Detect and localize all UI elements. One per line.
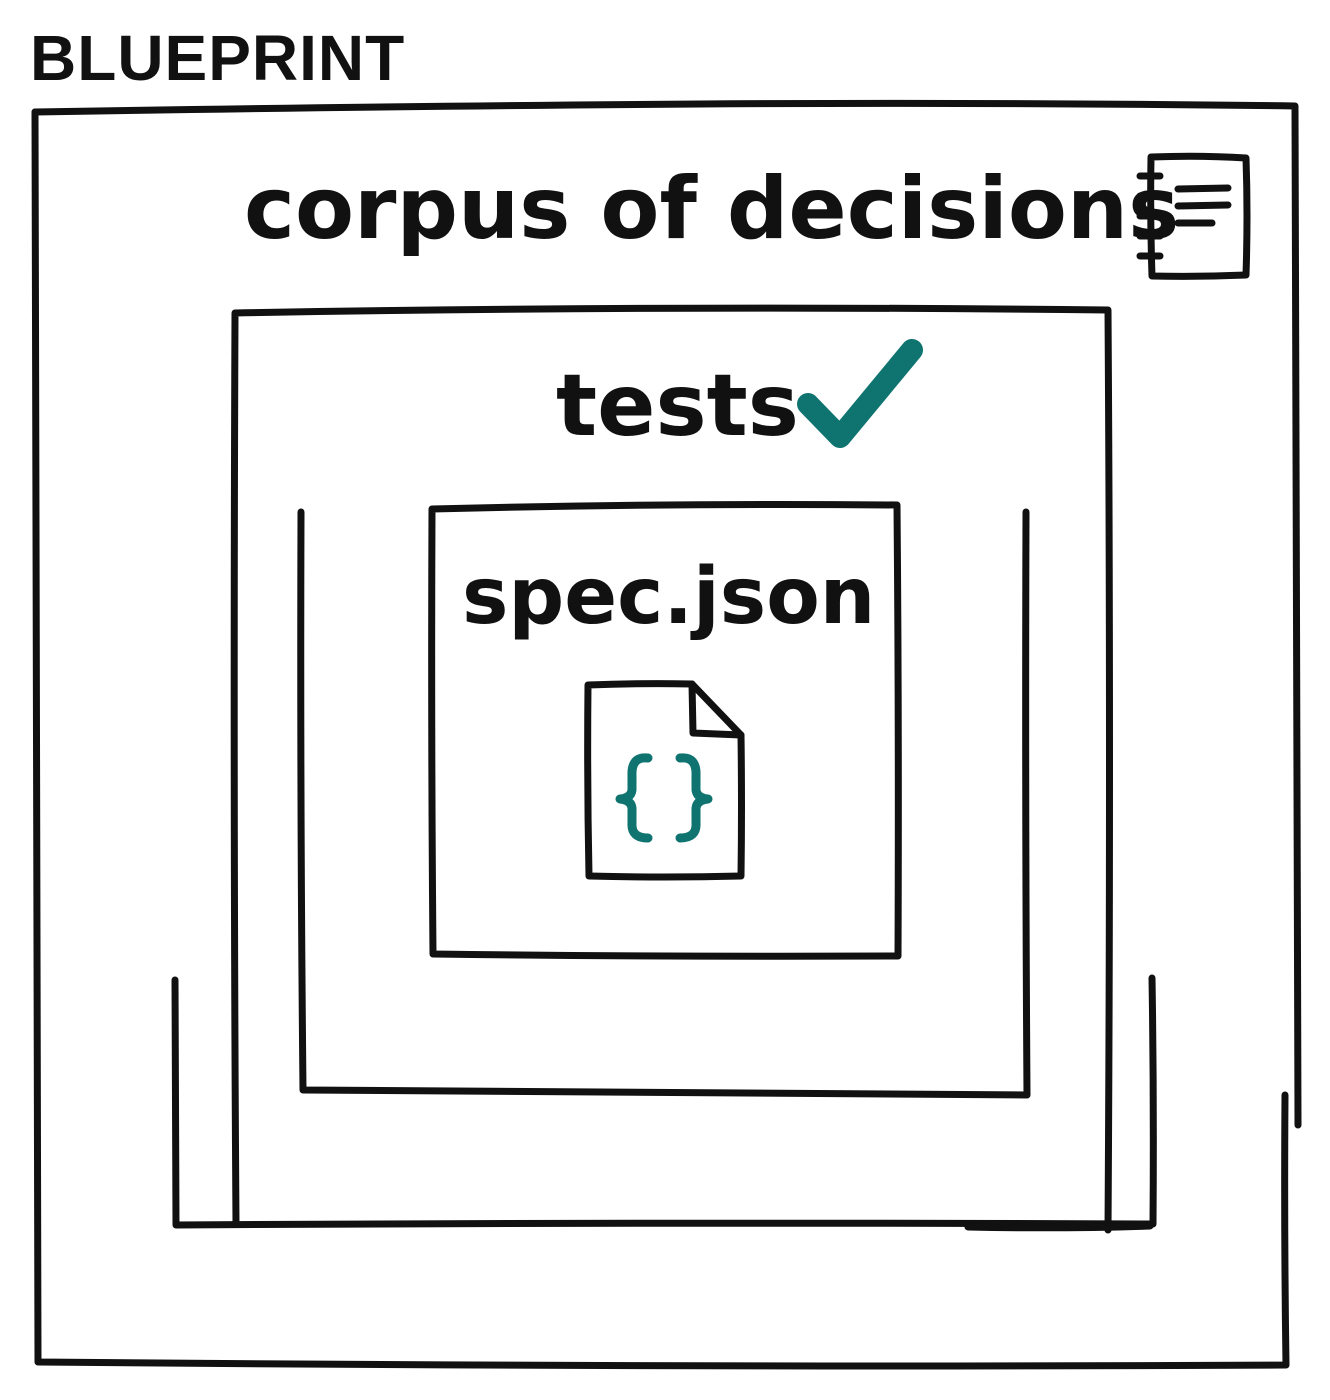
diagram-title: BLUEPRINT xyxy=(30,22,405,94)
checkmark-icon xyxy=(797,339,923,448)
middle-layer-bracket xyxy=(297,508,1031,1099)
outer-layer-bracket xyxy=(171,974,1157,1229)
json-file-icon xyxy=(584,680,745,881)
inner-frame xyxy=(428,501,902,960)
middle-layer-label: tests xyxy=(556,356,799,456)
outer-frame xyxy=(31,99,1302,1370)
outer-layer-label: corpus of decisions xyxy=(244,159,1179,259)
notebook-icon xyxy=(1136,152,1251,280)
inner-layer-label: spec.json xyxy=(462,552,875,642)
middle-frame xyxy=(230,304,1154,1234)
